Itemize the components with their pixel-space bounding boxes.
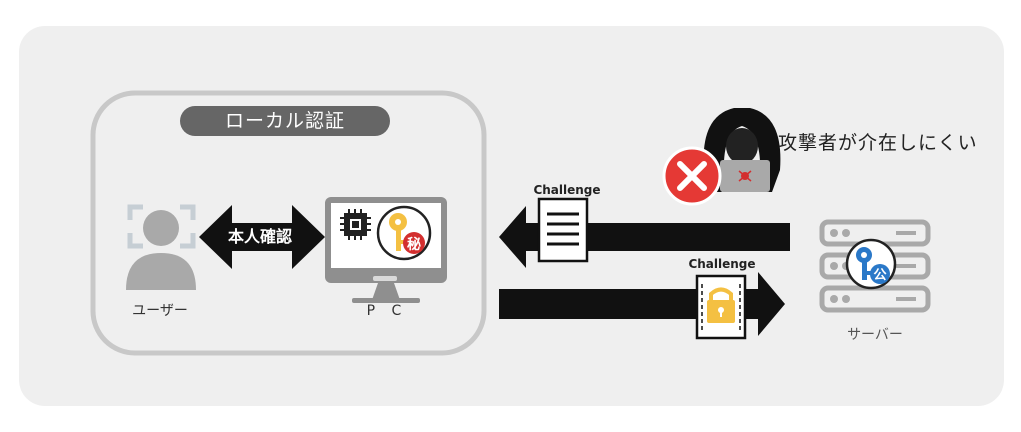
encrypted-challenge-icon xyxy=(695,274,747,340)
server-label: サーバー xyxy=(847,327,903,343)
public-key-glyph: 公 xyxy=(873,268,886,283)
chip-icon xyxy=(340,209,371,240)
challenge-out-label: Challenge xyxy=(688,257,756,271)
reject-icon xyxy=(662,146,722,206)
attacker-icon xyxy=(703,108,781,192)
challenge-arrow-to-server xyxy=(499,272,785,336)
public-key-badge: 公 xyxy=(845,238,897,290)
user-label: ユーザー xyxy=(132,303,188,319)
pc-label: P C xyxy=(366,303,408,319)
local-auth-label: ローカル認証 xyxy=(224,110,345,132)
challenge-document-icon xyxy=(537,197,589,263)
secret-key-glyph: 秘 xyxy=(407,236,421,253)
attacker-label: 攻撃者が介在しにくい xyxy=(778,132,978,154)
challenge-in-label: Challenge xyxy=(533,183,601,197)
local-auth-frame xyxy=(90,90,487,356)
challenge-arrow-to-pc xyxy=(499,206,790,268)
identity-check-arrow xyxy=(199,205,325,269)
identity-check-label: 本人確認 xyxy=(227,227,292,246)
secret-key-badge: 秘 xyxy=(376,205,432,261)
local-auth-pill xyxy=(180,106,390,136)
user-icon xyxy=(126,204,196,290)
